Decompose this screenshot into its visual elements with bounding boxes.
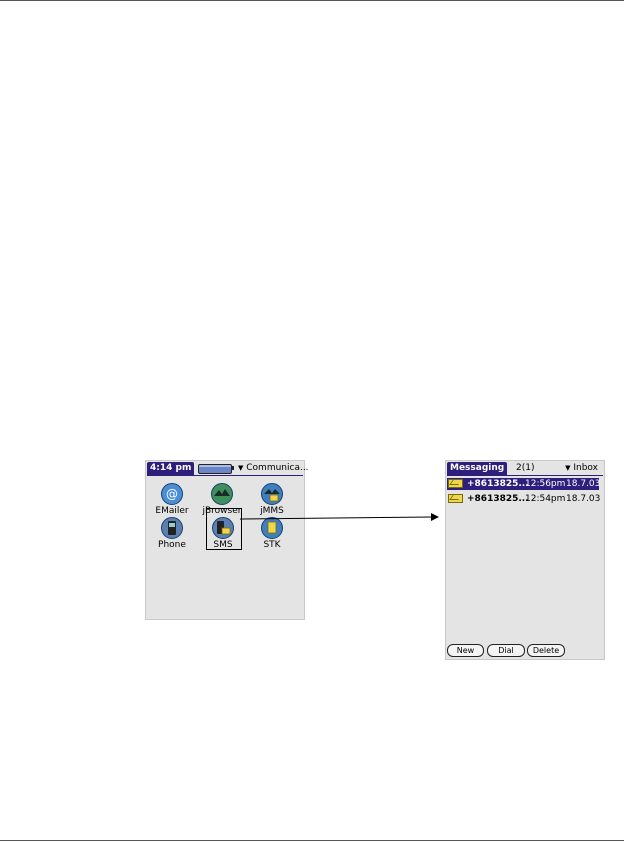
selection-highlight [206, 508, 242, 550]
app-sms[interactable]: SMS [203, 517, 243, 550]
dropdown-triangle-icon: ▼ [238, 464, 244, 472]
phone-icon [161, 517, 183, 539]
app-label: EMailer [155, 506, 189, 516]
category-selector[interactable]: ▼ Communica... [238, 462, 309, 475]
launcher-screen: 4:14 pm ▼ Communica... @ EMailer jBrowse… [145, 460, 309, 620]
app-label: STK [263, 540, 281, 550]
sender-number: +8613825... [467, 494, 529, 504]
dropdown-triangle-icon: ▼ [565, 464, 571, 472]
battery-icon [198, 464, 232, 474]
app-jmms[interactable]: jMMS [252, 483, 292, 516]
app-jbrowser[interactable]: jBrowser [202, 483, 242, 516]
messaging-screen: Messaging 2(1) ▼ Inbox +8613825... 12:56… [445, 460, 605, 660]
folder-selector[interactable]: ▼ Inbox [565, 462, 598, 475]
app-phone[interactable]: Phone [152, 517, 192, 550]
title-underline [147, 475, 303, 476]
message-time: 12:56pm [525, 479, 566, 489]
message-date: 18.7.03 [566, 494, 601, 504]
emailer-icon: @ [161, 483, 183, 505]
message-count: 2(1) [516, 463, 535, 473]
messaging-title: Messaging [447, 462, 508, 475]
dial-button[interactable]: Dial [487, 644, 525, 657]
app-label: jMMS [260, 506, 284, 516]
message-row[interactable]: +8613825... 12:54pm 18.7.03 [447, 493, 601, 505]
jbrowser-icon [211, 483, 233, 505]
delete-button[interactable]: Delete [527, 644, 565, 657]
envelope-open-icon [448, 494, 463, 503]
battery-tip [232, 466, 234, 470]
app-emailer[interactable]: @ EMailer [152, 483, 192, 516]
bottom-rule [0, 840, 624, 841]
folder-label: Inbox [573, 463, 598, 473]
clock[interactable]: 4:14 pm [147, 462, 195, 475]
app-label: SMS [213, 540, 233, 550]
app-label: jBrowser [202, 506, 242, 516]
message-time: 12:54pm [525, 494, 566, 504]
title-underline [447, 475, 603, 476]
app-label: Phone [158, 540, 186, 550]
message-row[interactable]: +8613825... 12:56pm 18.7.03 [447, 478, 601, 490]
top-rule [0, 0, 624, 1]
svg-text:@: @ [166, 487, 178, 501]
jmms-icon [261, 483, 283, 505]
message-date: 18.7.03 [566, 479, 601, 489]
app-stk[interactable]: STK [252, 517, 292, 550]
category-label: Communica... [246, 463, 309, 473]
envelope-icon [448, 479, 463, 488]
sms-icon [212, 517, 234, 539]
new-button[interactable]: New [447, 644, 484, 657]
stk-icon [261, 517, 283, 539]
sender-number: +8613825... [467, 479, 529, 489]
